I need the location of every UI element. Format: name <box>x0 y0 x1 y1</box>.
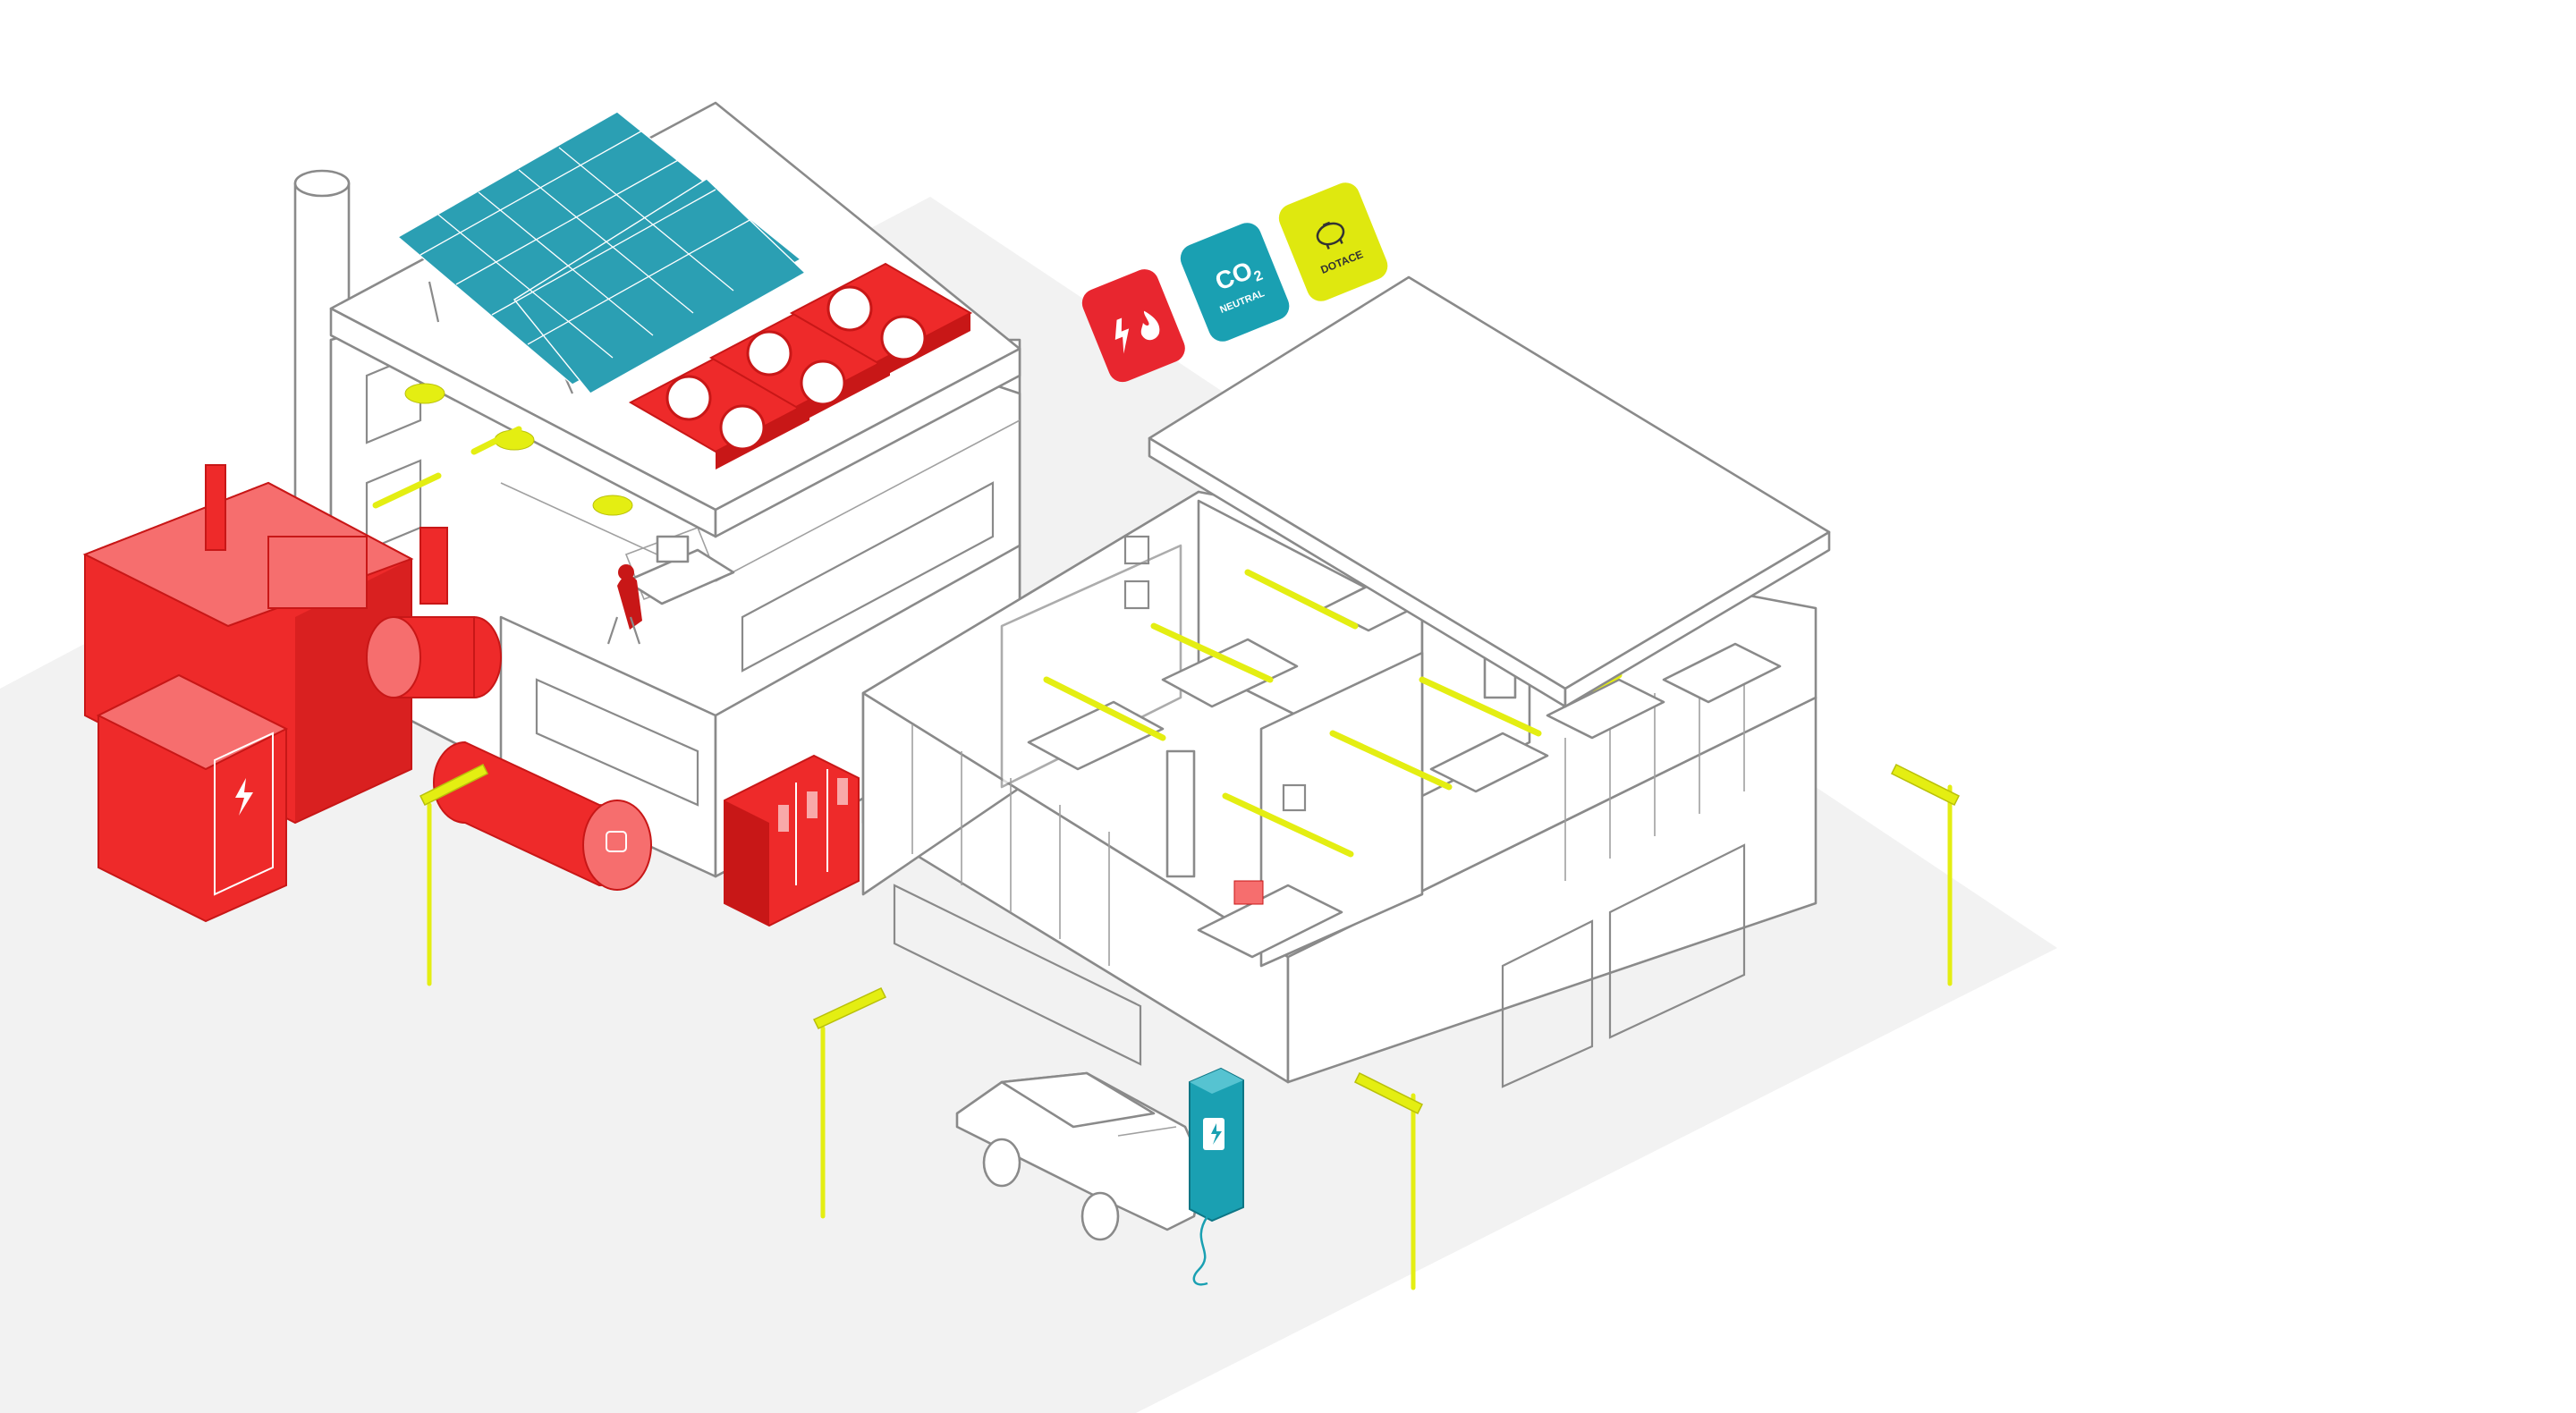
badge-co2-neutral: CO 2 NEUTRAL <box>1180 223 1290 342</box>
street-lamp <box>419 763 489 986</box>
ev-charger <box>1189 1067 1244 1286</box>
cooling-unit <box>789 262 973 380</box>
electric-car <box>955 1071 1205 1241</box>
engine-cylinder <box>366 616 502 698</box>
flame-icon <box>1140 310 1160 341</box>
lightning-icon <box>235 778 253 816</box>
office-worker-desk <box>606 535 735 645</box>
fan-icon <box>665 375 712 421</box>
switchgear-cabinet <box>96 673 289 923</box>
badge-energy <box>1081 269 1185 383</box>
energy-equipment <box>82 464 860 927</box>
lightning-icon <box>1114 317 1130 354</box>
piggy-bank-icon <box>1316 221 1345 250</box>
fuel-tank <box>433 740 652 891</box>
left-building <box>293 101 1021 878</box>
fan-icon <box>719 404 766 451</box>
fan-icon <box>800 360 846 406</box>
street-lamp <box>1890 763 1961 986</box>
badge-subsidy: DOTACE <box>1278 182 1388 301</box>
fan-icon <box>826 285 873 332</box>
solar-panel-array <box>396 111 807 394</box>
fan-icon <box>880 315 927 361</box>
red-monitor <box>1233 880 1264 905</box>
battery-cabinets <box>724 754 860 927</box>
right-building <box>861 275 1831 1088</box>
street-lamp <box>812 987 887 1219</box>
rooftop-cooling-units <box>628 262 973 470</box>
lightning-icon <box>1211 1123 1222 1145</box>
street-lamp <box>1353 1071 1424 1290</box>
fan-icon <box>746 330 792 377</box>
street-lamps <box>419 763 1961 1290</box>
